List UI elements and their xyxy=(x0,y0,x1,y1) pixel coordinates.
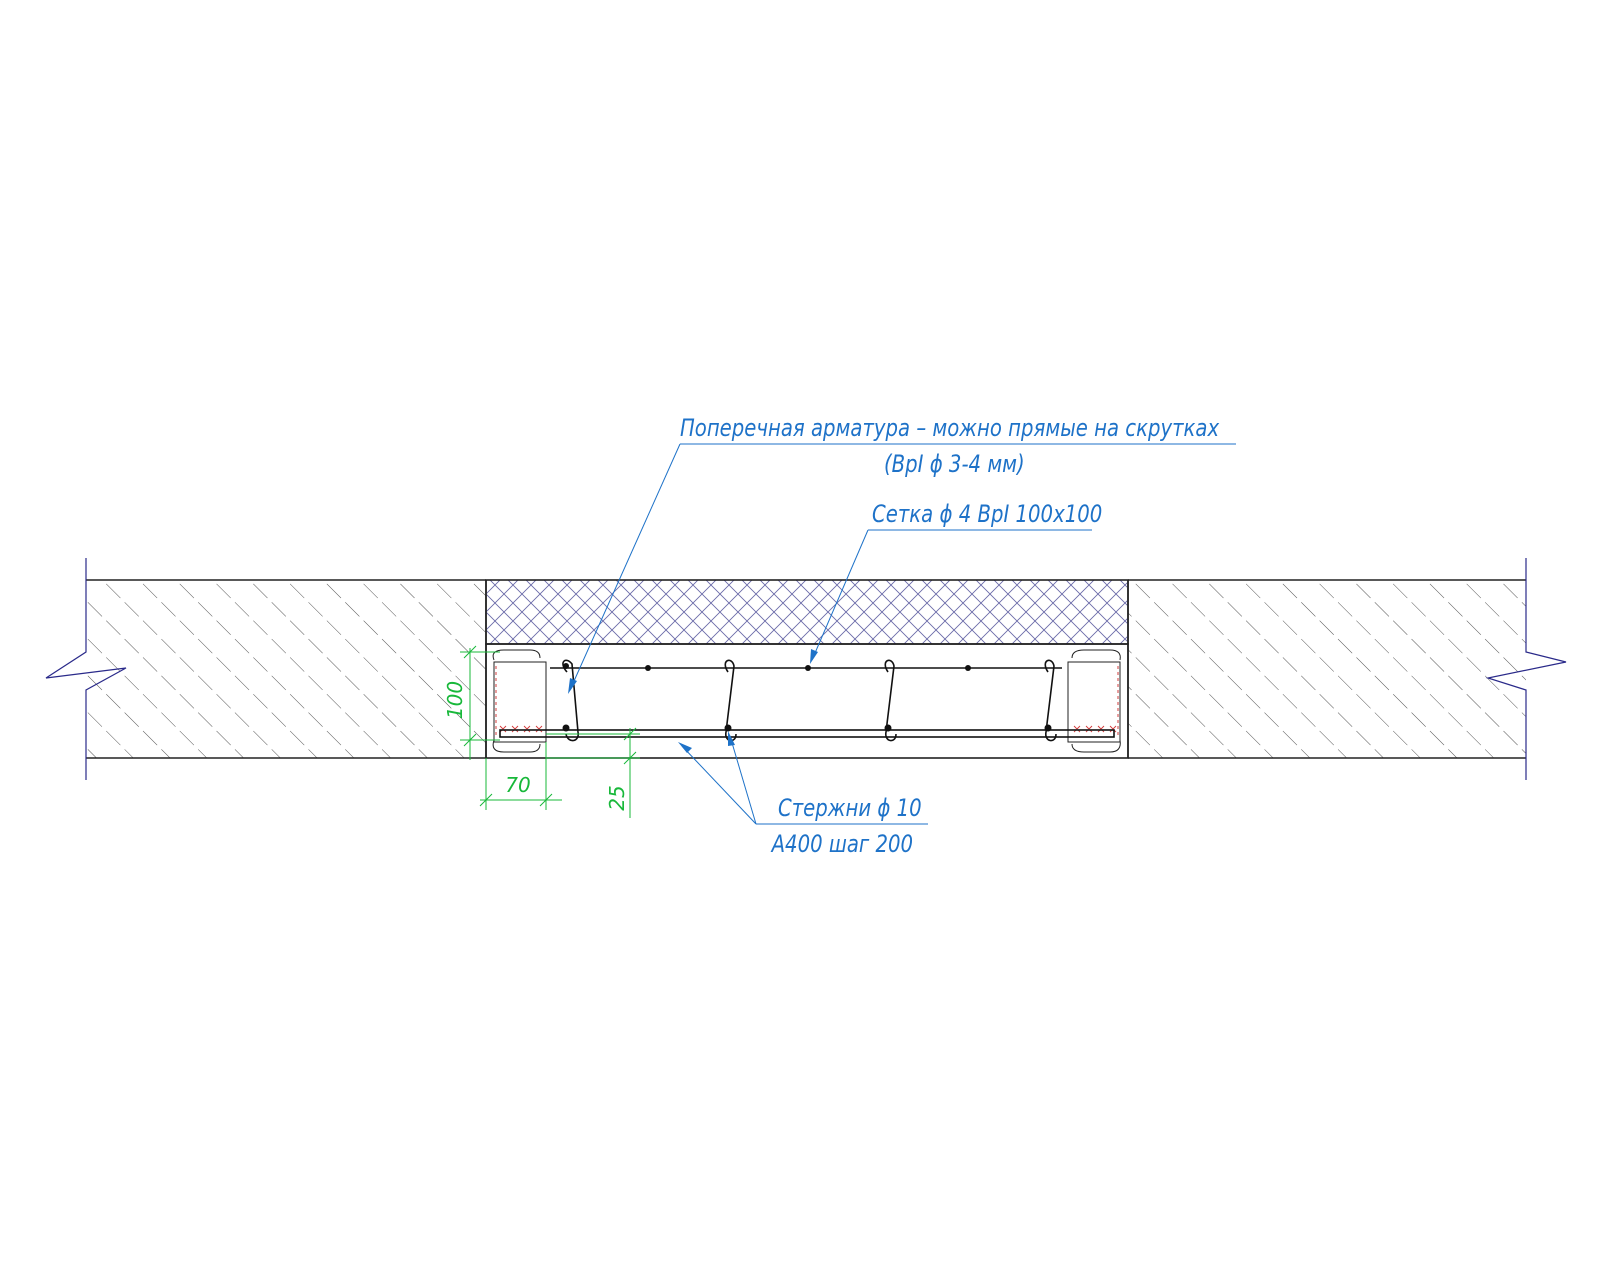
left-wall xyxy=(86,579,487,759)
dimension-cover: 25 xyxy=(546,727,640,818)
dimension-height-label: 100 xyxy=(443,681,467,719)
insulation-band xyxy=(485,579,1129,645)
bottom-longitudinal-bar xyxy=(499,729,1115,738)
callout-rods: Стержни ϕ 10 А400 шаг 200 xyxy=(678,731,928,859)
transverse-clip xyxy=(724,659,737,742)
reinforcement xyxy=(499,659,1115,742)
transverse-clip xyxy=(884,659,897,742)
transverse-clip xyxy=(1044,659,1057,742)
callout-mesh: Сетка ϕ 4 ВрI 100х100 xyxy=(810,501,1102,664)
callout-rods-line1: Стержни ϕ 10 xyxy=(778,795,922,822)
left-break-line xyxy=(45,558,127,780)
callout-transverse-reinforcement: Поперечная арматура – можно прямые на ск… xyxy=(568,415,1236,694)
dimension-height: 100 xyxy=(443,645,500,760)
callout-transverse-line1: Поперечная арматура – можно прямые на ск… xyxy=(680,415,1220,442)
dimension-cover-label: 25 xyxy=(605,785,629,810)
callout-mesh-label: Сетка ϕ 4 ВрI 100х100 xyxy=(872,501,1102,528)
callout-rods-line2: А400 шаг 200 xyxy=(770,831,913,858)
callout-transverse-line2: (ВрI ϕ 3-4 мм) xyxy=(884,451,1025,478)
dimension-edge-offset: 70 xyxy=(479,742,562,810)
right-wall xyxy=(1127,579,1526,759)
lintel-body xyxy=(485,643,1129,759)
right-break-line xyxy=(1485,558,1567,780)
transverse-clip xyxy=(562,659,579,742)
dimension-edge-offset-label: 70 xyxy=(505,773,530,797)
